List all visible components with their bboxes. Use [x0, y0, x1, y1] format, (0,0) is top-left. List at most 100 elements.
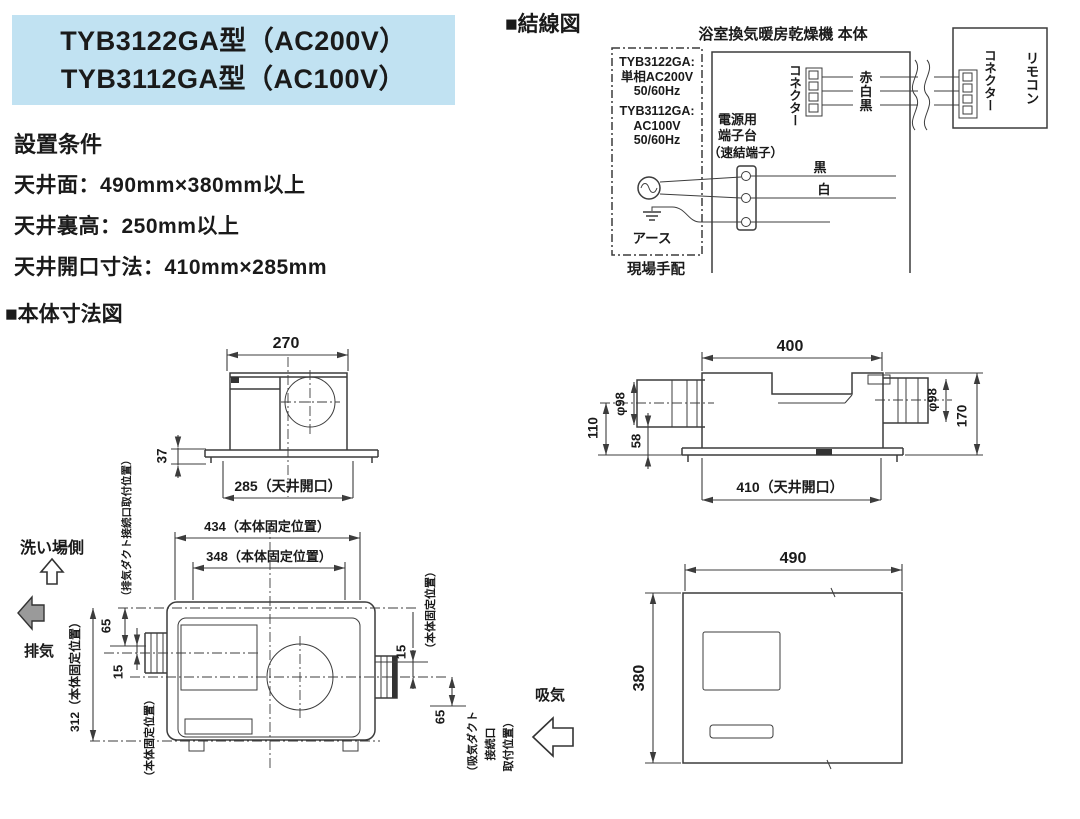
dim-37-label: 37 [155, 448, 170, 463]
terminal-label-2: 端子台 [718, 128, 757, 143]
dim-400-ext [701, 352, 883, 371]
top-inner-outline [177, 617, 361, 738]
intake-duct-position-line2: 接続口 [483, 728, 497, 761]
condition-ceiling-opening: 天井開口寸法：410mm×285mm [14, 256, 328, 279]
front-duct-right-ribs [897, 378, 919, 423]
terminal-wires [751, 175, 896, 223]
top-slot [184, 718, 253, 735]
side-duct-crosshair [281, 370, 340, 436]
remote-connector-label: コネクター [982, 49, 996, 112]
top-intake-duct-cap [392, 656, 397, 698]
panel-grille [702, 631, 781, 691]
dim-285-ext [222, 461, 354, 498]
dim-d98r-label: φ98 [924, 388, 939, 412]
unit-box [711, 51, 911, 273]
installation-heading: 設置条件 [14, 132, 103, 157]
wash-side-arrow-icon [39, 557, 65, 585]
remote-box [952, 27, 1048, 129]
top-body [166, 601, 376, 741]
terminal-label-1: 電源用 [718, 112, 757, 127]
wire-white2-label: 白 [817, 182, 830, 197]
panel-slot [709, 724, 774, 739]
dim-490-ext [684, 564, 903, 591]
unit-title-label: 浴室換気暖房乾燥機 本体 [698, 25, 868, 43]
exhaust-duct-position-label: （排気ダクト接続口取付位置） [120, 455, 133, 602]
wire-white-label: 白 [859, 84, 872, 99]
dimensions-heading: ■本体寸法図 [5, 303, 123, 326]
power-spec1-freq: 50/60Hz [634, 84, 681, 98]
dim-170-label: 170 [955, 405, 970, 428]
remote-label: リモコン [1024, 51, 1039, 105]
dim-348-label: 348（本体固定位置） [206, 549, 332, 564]
dim-270-label: 270 [273, 335, 300, 352]
panel-center-ticks [826, 587, 836, 770]
drawing-panel-view: 490 380 [631, 550, 903, 770]
power-wires [659, 176, 742, 199]
exhaust-arrow-icon [17, 595, 45, 631]
unit-connector-label: コネクター [787, 64, 801, 127]
intake-duct-position-label: （吸気ダクト 接続口 取付位置） [465, 711, 515, 777]
ac-source-icon [637, 176, 661, 200]
dim-170-ext [885, 372, 983, 456]
dim-434-label: 434（本体固定位置） [204, 519, 330, 534]
intake-label: 吸気 [535, 686, 565, 704]
terminal-label-3: （速結端子） [708, 145, 783, 160]
dim-410-ext [701, 458, 882, 500]
wiring-diagram: 浴室換気暖房乾燥機 本体 リモコン コネクター コネクター 赤 白 黒 TYB3… [611, 25, 1048, 278]
intake-duct-position-line3: 取付位置） [501, 717, 515, 772]
power-spec1-model: TYB3122GA: [619, 55, 695, 69]
dim-380-label: 380 [631, 665, 648, 692]
dim-400-label: 400 [777, 338, 804, 355]
wire-break-symbol [911, 59, 931, 131]
side-notch [231, 377, 239, 383]
dim-434-ext [174, 532, 361, 600]
power-spec2-model: TYB3112GA: [619, 104, 694, 118]
condition-ceiling-face: 天井面：490mm×380mm以上 [14, 174, 306, 197]
drawing-top-view: 434（本体固定位置） 348（本体固定位置） 312（本体固定位置） 65 1… [17, 455, 574, 782]
dim-65r-label: 65 [432, 710, 447, 724]
exhaust-label: 排気 [24, 642, 54, 660]
installation-conditions: 設置条件 天井面：490mm×380mm以上 天井裏高：250mm以上 天井開口… [14, 127, 327, 292]
panel-outline [682, 592, 903, 764]
dim-37-ext [171, 448, 206, 465]
drawing-side-view: 270 37 285（天井開口） [155, 335, 379, 502]
top-body-feet [188, 740, 359, 752]
power-spec2-voltage: AC100V [633, 119, 681, 133]
dim-65l-label: 65 [98, 619, 113, 633]
fix-right-label: （本体固定位置） [423, 566, 437, 654]
front-duct-left [636, 379, 705, 428]
dim-348-ext [192, 562, 346, 600]
wash-side-label: 洗い場側 [20, 538, 84, 557]
dim-410-label: 410（天井開口） [736, 479, 843, 495]
dim-d98l-label: φ98 [612, 392, 627, 416]
side-ceiling-flange [204, 449, 379, 463]
wiring-diagram-heading: ■結線図 [505, 13, 581, 36]
dim-312-label: 312（本体固定位置） [67, 616, 82, 732]
side-body [229, 372, 348, 450]
front-body-detail [867, 374, 891, 385]
remote-wires [822, 76, 959, 106]
power-spec1-voltage: 単相AC200V [621, 69, 694, 84]
front-ceiling-flange [681, 447, 904, 462]
unit-connector-block [805, 67, 823, 117]
earth-wire [651, 206, 741, 223]
model-box: TYB3122GA型（AC200V） TYB3112GA型（AC100V） [12, 15, 455, 105]
wire-red-label: 赤 [859, 70, 872, 85]
fix-left-label: （本体固定位置） [142, 694, 156, 782]
earth-icon [643, 211, 661, 221]
condition-ceiling-clearance: 天井裏高：250mm以上 [14, 215, 240, 238]
intake-arrow-icon [531, 716, 574, 758]
power-spec2-freq: 50/60Hz [634, 133, 681, 147]
front-mount-clip [816, 449, 832, 455]
dim-490-label: 490 [780, 550, 807, 567]
dim-380-ext [645, 592, 681, 764]
model-line-1: TYB3122GA型（AC200V） [60, 25, 407, 56]
intake-duct-position-line1: （吸気ダクト [465, 711, 479, 777]
dim-285-label: 285（天井開口） [234, 478, 341, 494]
top-heater-section [180, 624, 258, 691]
dim-110-label: 110 [586, 417, 601, 439]
earth-label: アース [632, 231, 671, 246]
drawing-front-view: 400 φ98 110 58 φ98 170 [586, 338, 983, 504]
front-duct-left-ribs [671, 380, 698, 427]
